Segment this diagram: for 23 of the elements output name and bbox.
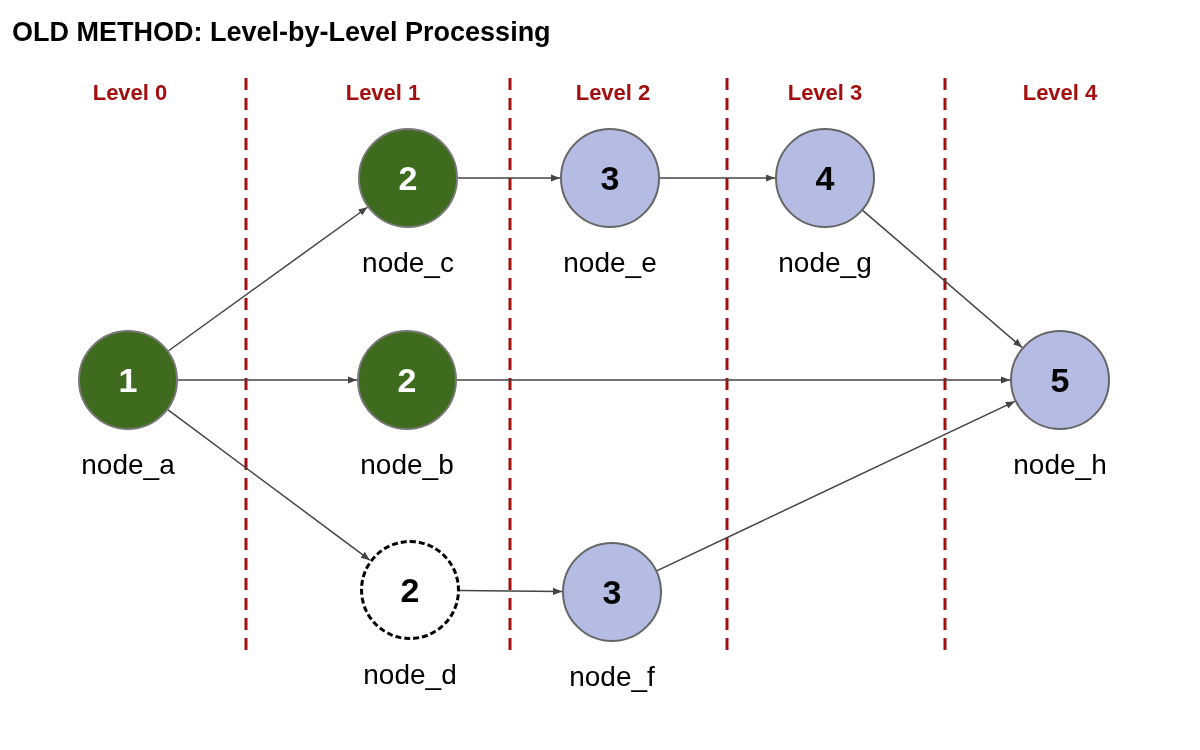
node-name: node_c (362, 246, 454, 280)
arrow (459, 587, 563, 595)
level-label: Level 2 (575, 79, 651, 107)
arrow (167, 206, 369, 352)
node-name: node_a (81, 448, 175, 482)
arrow (457, 174, 561, 182)
level-label: Level 4 (1022, 79, 1098, 107)
level-label: Level 1 (345, 79, 421, 107)
level-label: Level 3 (787, 79, 863, 107)
arrow (167, 409, 371, 561)
arrow (456, 376, 1011, 384)
node-name: node_g (778, 246, 872, 280)
level-label: Level 0 (92, 79, 168, 107)
arrow (177, 376, 358, 384)
arrow (656, 400, 1016, 572)
node-name: node_b (360, 448, 454, 482)
node-name: node_e (563, 246, 657, 280)
arrow (659, 174, 776, 182)
node-name: node_d (363, 658, 457, 692)
node-name: node_f (569, 660, 655, 694)
diagram-title: OLD METHOD: Level-by-Level Processing (12, 16, 551, 49)
arrow (862, 209, 1023, 349)
node-name: node_h (1013, 448, 1107, 482)
